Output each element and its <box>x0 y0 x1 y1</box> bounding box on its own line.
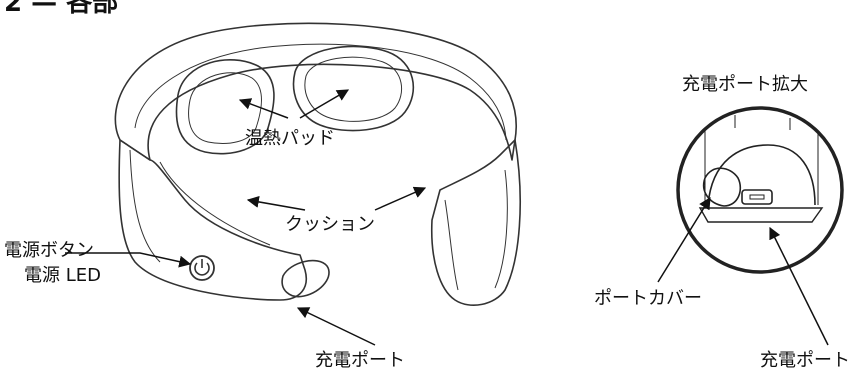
usb-port <box>741 189 773 205</box>
port-cover-label: ポートカバー <box>594 288 702 309</box>
main-arrows <box>65 89 427 346</box>
charge-port-cap <box>281 259 330 298</box>
right-arm <box>430 139 521 306</box>
section-title: 2 — 各部 <box>4 0 119 18</box>
power-led-label: 電源 LED <box>24 265 101 286</box>
zoom-port-cover <box>703 167 742 207</box>
neck-massager-device <box>114 22 521 306</box>
zoom-title-label: 充電ポート拡大 <box>682 74 808 95</box>
charge-port-label: 充電ポート <box>315 350 405 371</box>
zoom-charge-port-label: 充電ポート <box>760 350 850 371</box>
cushion-arrow-right <box>374 186 427 211</box>
heat-pad-arrow-left <box>238 98 289 119</box>
heat-pad-label: 温熱パッド <box>245 128 335 149</box>
heat-pad-arrow-right <box>299 89 350 119</box>
power-button-shape <box>189 255 215 281</box>
zoom-charge-port-arrow <box>769 226 829 346</box>
zoom-arrows <box>657 196 829 346</box>
power-button-leader <box>65 252 192 268</box>
heat-pad-right <box>292 45 415 132</box>
zoom-detail <box>676 106 844 274</box>
left-arm <box>118 139 307 301</box>
charge-port-arrow <box>296 307 376 346</box>
cushion-label: クッション <box>285 214 375 235</box>
port-cover-arrow <box>657 196 711 283</box>
heat-pad-left <box>175 59 275 155</box>
zoom-circle <box>676 106 844 274</box>
power-button-label: 電源ボタン <box>4 240 94 261</box>
cushion-arrow-left <box>246 195 306 211</box>
